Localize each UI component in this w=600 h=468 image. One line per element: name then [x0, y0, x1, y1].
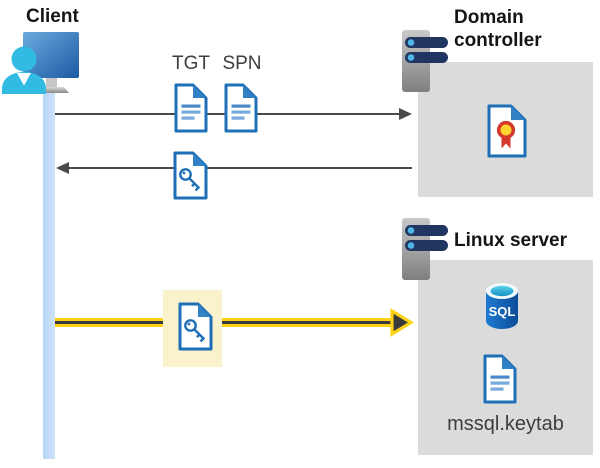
- reply-key-ticket-icon: [173, 151, 208, 200]
- monitor-icon: [23, 32, 79, 78]
- certificate-document-icon: [487, 104, 527, 158]
- reply-arrow-line: [69, 167, 412, 169]
- linux-server-node-title: Linux server: [454, 230, 567, 251]
- spn-document-icon: [224, 83, 258, 133]
- tgt-label: TGT: [172, 53, 210, 74]
- sql-database-icon: SQL: [486, 283, 518, 329]
- client-lifeline-bar: [43, 88, 55, 459]
- spn-label: SPN: [222, 53, 262, 74]
- ticket-arrowhead-icon: [390, 308, 414, 337]
- request-arrowhead-icon: [399, 108, 412, 120]
- linux-server-server-icon: [402, 218, 448, 280]
- sql-icon-label: SQL: [489, 304, 516, 319]
- client-workstation-icon: [2, 32, 79, 94]
- client-node-title: Client: [26, 6, 79, 27]
- ticket-key-ticket-icon: [178, 302, 213, 351]
- tgt-document-icon: [174, 83, 208, 133]
- person-head: [11, 46, 37, 72]
- person-collar: [17, 73, 31, 86]
- ticket-arrow-core: [55, 321, 392, 324]
- reply-arrowhead-icon: [56, 162, 69, 174]
- monitor-stand-neck: [46, 78, 57, 87]
- domain-controller-node-title: Domain controller: [454, 7, 542, 51]
- keytab-document-icon: [483, 354, 517, 404]
- domain-controller-server-icon: [402, 30, 448, 92]
- keytab-file-label: mssql.keytab: [447, 413, 564, 435]
